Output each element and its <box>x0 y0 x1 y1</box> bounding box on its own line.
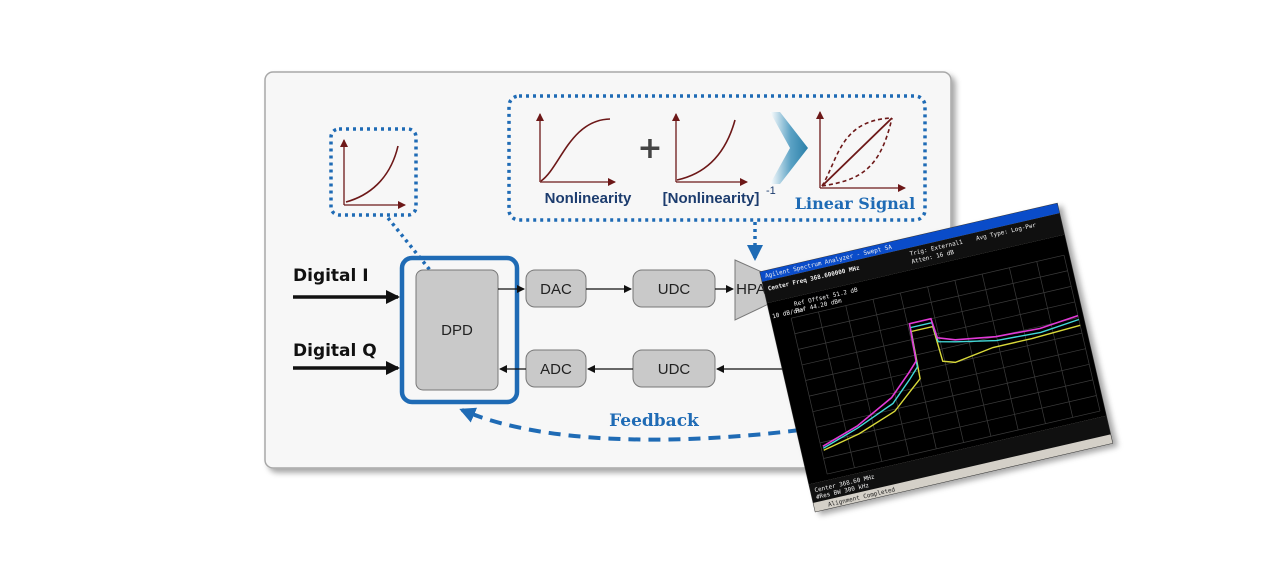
feedback-dashed-arrow <box>459 407 801 442</box>
nonlinearity-label: Nonlinearity <box>545 190 632 207</box>
linear-signal-label: Linear Signal <box>795 194 915 213</box>
adc-label: ADC <box>540 361 572 378</box>
linearization-curve-box <box>507 94 927 222</box>
hpa-label: HPA <box>736 281 766 298</box>
dpd-highlight-frame <box>399 255 520 405</box>
udc-top-label: UDC <box>658 281 691 298</box>
predistortion-curve-plot <box>340 139 406 209</box>
dac-label: DAC <box>540 281 572 298</box>
sa-trace-pink <box>822 314 1079 448</box>
sa-plot-area <box>767 234 1107 485</box>
udc-bottom-label: UDC <box>658 361 691 378</box>
feedback-label: Feedback <box>609 411 700 431</box>
inverse-nonlinearity-plot <box>672 113 748 186</box>
result-arrow-icon <box>770 112 808 184</box>
spectrum-analyzer-window: Agilent Spectrum Analyzer - Swept SA Cen… <box>759 202 1114 513</box>
nonlinearity-plot <box>536 113 616 186</box>
predistortion-curve-box <box>329 127 418 217</box>
inverse-nonlinearity-label: [Nonlinearity] <box>663 190 760 207</box>
sa-title-bar <box>760 203 1060 282</box>
dpd-block <box>415 269 499 391</box>
inverse-exponent: -1 <box>766 185 776 197</box>
digital-i-label: Digital I <box>293 266 369 286</box>
digital-q-label: Digital Q <box>293 341 377 361</box>
linear-signal-plot <box>816 111 906 192</box>
sa-trace-yellow <box>823 324 1081 451</box>
plus-sign: + <box>637 131 662 166</box>
sa-trace-cyan <box>822 318 1080 449</box>
dpd-label: DPD <box>441 322 473 339</box>
